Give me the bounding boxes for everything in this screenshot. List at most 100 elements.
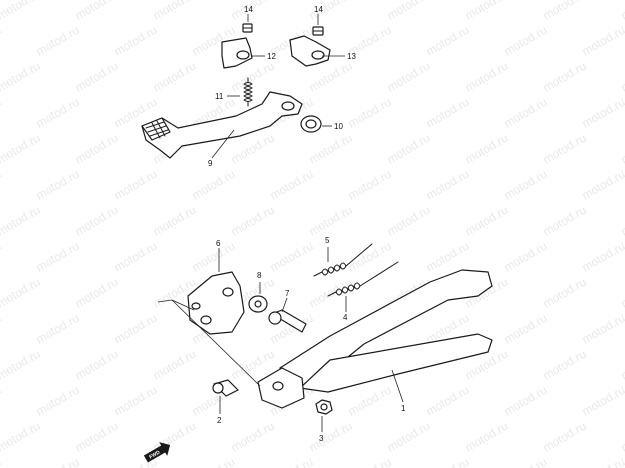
watermark-text: motod.ru: [424, 95, 472, 131]
watermark-text: motod.ru: [307, 419, 355, 455]
watermark-text: motod.ru: [424, 383, 472, 419]
callout-11: 11: [215, 92, 224, 101]
watermark-text: motod.ru: [424, 23, 472, 59]
washer-8: [248, 295, 268, 313]
watermark-text: motod.ru: [385, 419, 433, 455]
spring-4: [327, 261, 399, 297]
watermark-text: motod.ru: [0, 383, 4, 419]
watermark-text: motod.ru: [229, 203, 277, 239]
watermark-text: motod.ru: [73, 131, 121, 167]
watermark-text: motod.ru: [463, 131, 511, 167]
watermark-text: motod.ru: [541, 131, 589, 167]
watermark-text: motod.ru: [424, 455, 472, 468]
watermark-text: motod.ru: [619, 275, 625, 311]
watermark-text: motod.ru: [307, 275, 355, 311]
bolt-14-right: [312, 26, 324, 36]
watermark-text: motod.ru: [0, 239, 4, 275]
callout-14-left: 14: [244, 5, 253, 14]
watermark-text: motod.ru: [385, 59, 433, 95]
bracket-13: [289, 35, 331, 67]
watermark-text: motod.ru: [34, 23, 82, 59]
watermark-text: motod.ru: [502, 455, 550, 468]
watermark-text: motod.ru: [619, 0, 625, 23]
watermark-text: motod.ru: [346, 383, 394, 419]
callout-7: 7: [285, 289, 290, 298]
watermark-text: motod.ru: [34, 167, 82, 203]
watermark-text: motod.ru: [0, 275, 43, 311]
watermark-text: motod.ru: [541, 203, 589, 239]
watermark-text: motod.ru: [190, 167, 238, 203]
bracket-6: [187, 271, 245, 335]
callout-8: 8: [257, 271, 262, 280]
watermark-text: motod.ru: [112, 23, 160, 59]
watermark-text: motod.ru: [0, 347, 43, 383]
watermark-text: motod.ru: [0, 59, 43, 95]
callout-4: 4: [343, 313, 348, 322]
watermark-text: motod.ru: [619, 347, 625, 383]
watermark-text: motod.ru: [34, 455, 82, 468]
watermark-text: motod.ru: [0, 23, 4, 59]
watermark-text: motod.ru: [0, 419, 43, 455]
watermark-text: motod.ru: [463, 419, 511, 455]
stand-1: [257, 269, 493, 409]
watermark-text: motod.ru: [580, 239, 625, 275]
watermark-text: motod.ru: [619, 131, 625, 167]
callout-3: 3: [319, 434, 324, 443]
watermark-text: motod.ru: [0, 455, 4, 468]
watermark-text: motod.ru: [73, 0, 121, 23]
watermark-text: motod.ru: [580, 455, 625, 468]
callout-2: 2: [217, 416, 222, 425]
watermark-text: motod.ru: [34, 95, 82, 131]
callout-14-right: 14: [314, 5, 323, 14]
callout-13: 13: [347, 52, 356, 61]
watermark-text: motod.ru: [463, 203, 511, 239]
watermark-text: motod.ru: [112, 239, 160, 275]
watermark-text: motod.ru: [580, 167, 625, 203]
watermark-text: motod.ru: [619, 419, 625, 455]
spring-11: [243, 77, 253, 107]
watermark-text: motod.ru: [268, 239, 316, 275]
brake-pedal-9: [141, 91, 303, 159]
bracket-12: [221, 37, 253, 69]
watermark-text: motod.ru: [307, 203, 355, 239]
nut-3: [315, 399, 333, 415]
watermark-text: motod.ru: [541, 347, 589, 383]
callout-10: 10: [334, 122, 343, 131]
watermark-text: motod.ru: [268, 455, 316, 468]
watermark-text: motod.ru: [112, 383, 160, 419]
callout-6: 6: [216, 239, 221, 248]
watermark-text: motod.ru: [580, 311, 625, 347]
watermark-text: motod.ru: [0, 0, 43, 23]
watermark-text: motod.ru: [190, 455, 238, 468]
washer-10: [300, 115, 322, 133]
watermark-text: motod.ru: [0, 131, 43, 167]
watermark-text: motod.ru: [619, 59, 625, 95]
watermark-text: motod.ru: [619, 203, 625, 239]
callouts: 14 12 14 13 11 10 9 6 8 7 5 4 1 2 3: [208, 5, 406, 443]
watermark-text: motod.ru: [541, 419, 589, 455]
callout-12: 12: [267, 52, 276, 61]
watermark-text: motod.ru: [502, 167, 550, 203]
leader-lines: [157, 14, 404, 432]
watermark-text: motod.ru: [541, 275, 589, 311]
watermark-text: motod.ru: [463, 0, 511, 23]
watermark-text: motod.ru: [346, 455, 394, 468]
bolt-14-left: [242, 23, 253, 33]
watermark-text: motod.ru: [268, 167, 316, 203]
watermark-text: motod.ru: [190, 239, 238, 275]
watermark-text: motod.ru: [502, 239, 550, 275]
watermark-text: motod.ru: [385, 131, 433, 167]
watermark-text: motod.ru: [34, 311, 82, 347]
watermark-text: motod.ru: [0, 203, 43, 239]
watermark-text: motod.ru: [424, 239, 472, 275]
watermark-text: motod.ru: [34, 239, 82, 275]
watermark-text: motod.ru: [385, 0, 433, 23]
watermark-text: motod.ru: [385, 203, 433, 239]
callout-5: 5: [325, 236, 330, 245]
watermark-text: motod.ru: [502, 95, 550, 131]
watermark-text: motod.ru: [151, 59, 199, 95]
watermark-text: motod.ru: [502, 23, 550, 59]
watermark-text: motod.ru: [73, 419, 121, 455]
